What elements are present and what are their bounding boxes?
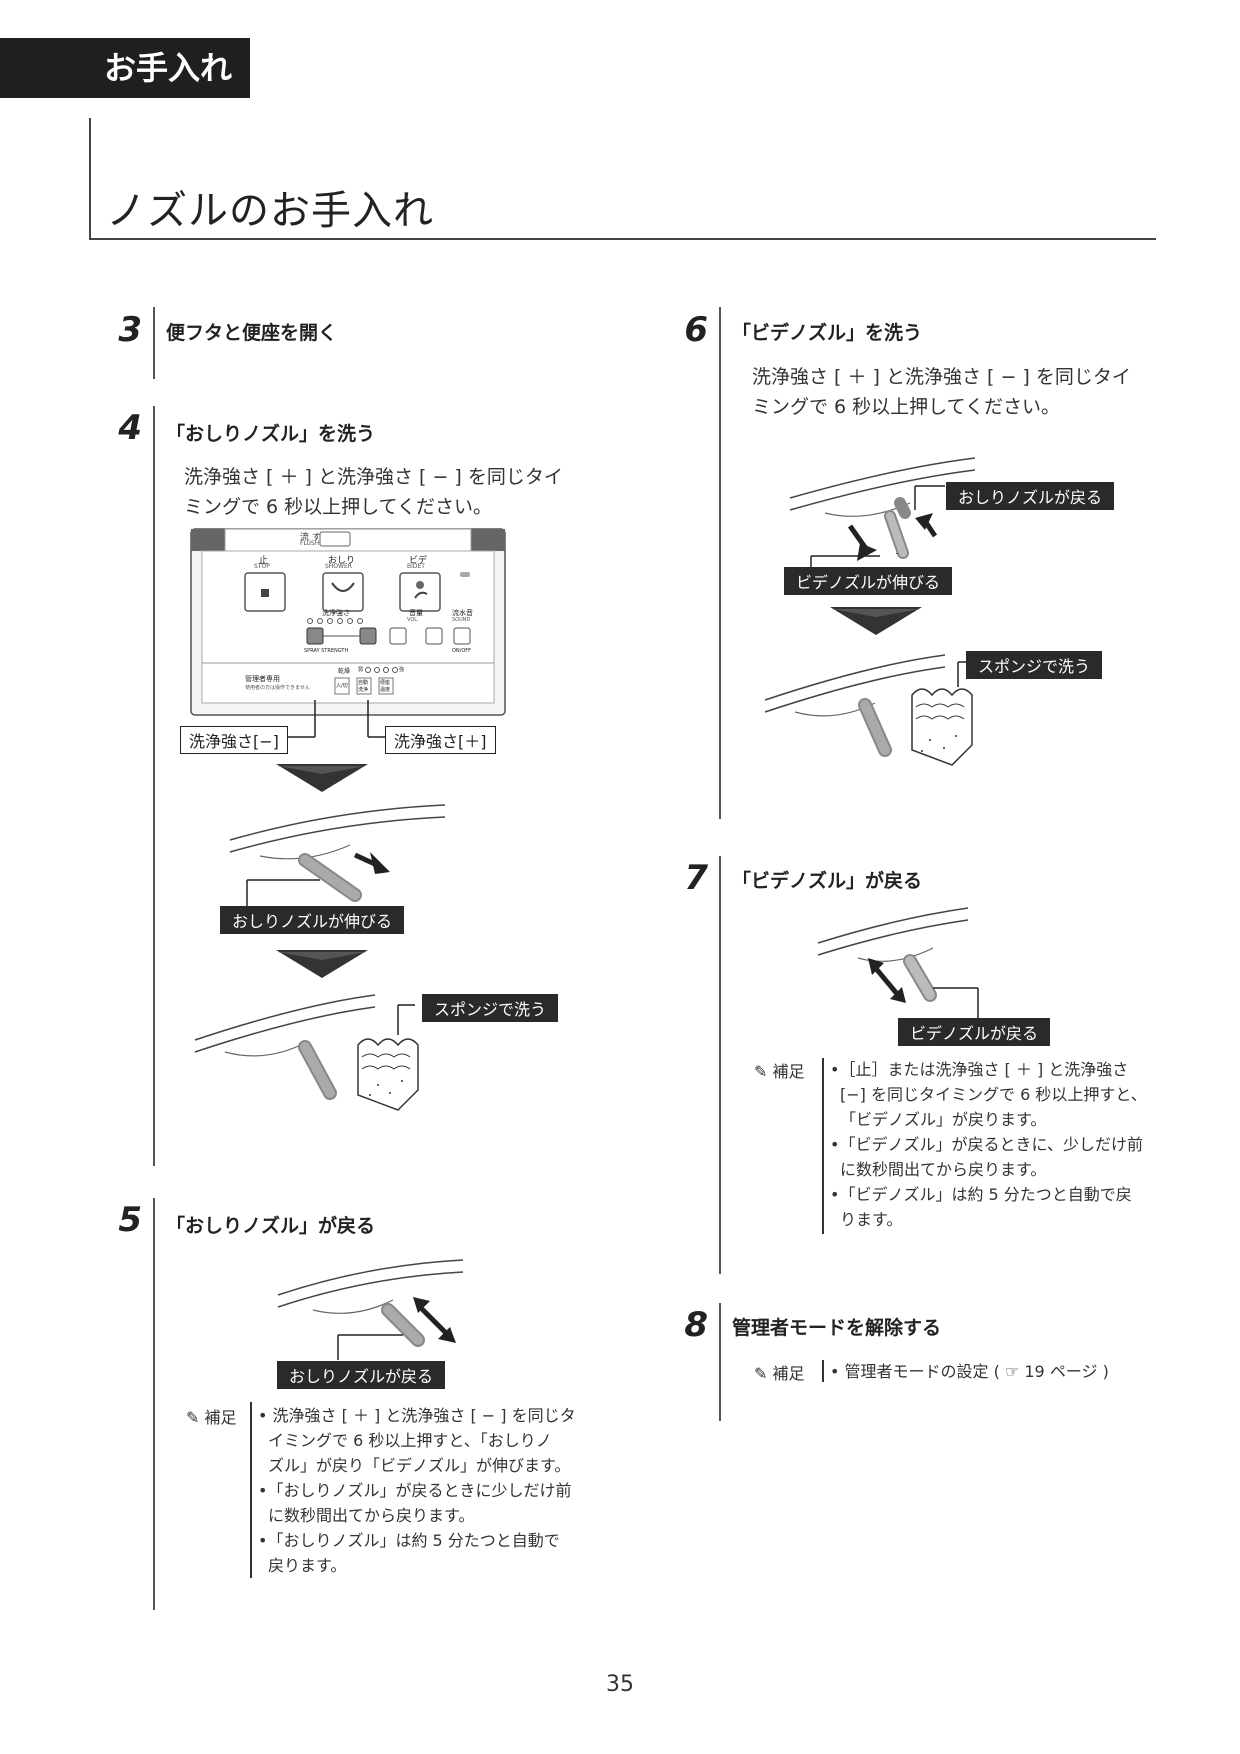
step-6-heading: 「ビデノズル」を洗う: [732, 322, 923, 344]
step-7-heading: 「ビデノズル」が戻る: [732, 870, 923, 892]
step-8-heading: 管理者モードを解除する: [732, 1317, 942, 1339]
step-8-rule: [719, 1303, 721, 1421]
callout-oshiri-extend: おしりノズルが伸びる: [220, 906, 405, 934]
step-5-heading: 「おしりノズル」が戻る: [166, 1215, 376, 1237]
step-4-instruction-line-2: ミングで 6 秒以上押してください。: [184, 496, 493, 518]
pencil-icon: ✎: [754, 1062, 768, 1081]
note-line: に数秒間出てから戻ります。: [840, 1160, 1047, 1179]
note-line: •「おしりノズル」は約 5 分たつと自動で: [258, 1531, 560, 1550]
callout-strength-plus: 洗浄強さ[＋]: [385, 726, 496, 754]
step-number-3: 3: [118, 310, 142, 350]
note-label-text: 補足: [204, 1408, 237, 1427]
step-6-instruction-line-2: ミングで 6 秒以上押してください。: [752, 396, 1061, 418]
panel-admin-label: 管理者専用: [245, 675, 280, 683]
note-label-step-8: ✎ 補足: [754, 1360, 805, 1384]
note-step-5: • 洗浄強さ [ ＋ ] と洗浄強さ [ − ] を同じタ イミングで 6 秒以…: [258, 1403, 576, 1578]
step-6-rule: [719, 307, 721, 819]
note-line: • 洗浄強さ [ ＋ ] と洗浄強さ [ − ] を同じタ: [258, 1406, 576, 1425]
section-tab: お手入れ: [0, 38, 250, 98]
pencil-icon: ✎: [754, 1364, 768, 1383]
note-label-step-7: ✎ 補足: [754, 1058, 805, 1082]
step-number-6: 6: [684, 310, 708, 350]
note-line: •「ビデノズル」は約 5 分たつと自動で戻: [830, 1185, 1132, 1204]
panel-strength-label: 洗浄強さ: [322, 609, 350, 617]
control-panel-frame: [190, 528, 506, 716]
sponge-wash-illustration: [194, 994, 419, 1111]
callout-bidet-return: ビデノズルが戻る: [898, 1018, 1051, 1046]
panel-admin-sub: 使用者の方は操作できません: [245, 685, 310, 691]
step-4-heading: 「おしりノズル」を洗う: [166, 423, 376, 445]
note-line: ります。: [840, 1210, 903, 1229]
pencil-icon: ✎: [186, 1408, 200, 1427]
step-4-instruction-line-1: 洗浄強さ [ ＋ ] と洗浄強さ [ − ] を同じタイ: [184, 466, 563, 488]
note-line: 戻ります。: [268, 1556, 347, 1575]
note-line: イミングで 6 秒以上押すと、「おしりノ: [268, 1431, 552, 1450]
note-step-7: •［止］または洗浄強さ [ ＋ ] と洗浄強さ [−] を同じタイミングで 6 …: [830, 1057, 1147, 1232]
note-label-text: 補足: [772, 1062, 805, 1081]
note-line: •「ビデノズル」が戻るときに、少しだけ前: [830, 1135, 1143, 1154]
note-label-text: 補足: [772, 1364, 805, 1383]
step-number-8: 8: [684, 1305, 708, 1345]
panel-onoff-label: ON/OFF: [452, 648, 472, 654]
panel-btn-auto: 自動洗浄: [358, 680, 369, 693]
panel-bidet-en: BIDET: [407, 563, 425, 570]
callout-strength-minus: 洗浄強さ[−]: [180, 726, 288, 754]
page-title: ノズルのお手入れ: [106, 188, 434, 234]
step-4-rule: [153, 406, 155, 1166]
panel-volume-label: 音量: [409, 609, 423, 617]
step-7-rule: [719, 856, 721, 1274]
step-3-rule: [153, 307, 155, 379]
panel-stop-label: 止: [259, 556, 269, 566]
step-number-5: 5: [118, 1200, 142, 1240]
oshiri-return-illustration: [277, 1259, 464, 1360]
title-rule-vertical: [89, 118, 91, 240]
note-line: に数秒間出てから戻ります。: [268, 1506, 475, 1525]
panel-shower-en: SHOWER: [325, 563, 352, 570]
step-number-4: 4: [118, 408, 142, 448]
sponge-wash-bidet-illustration: [764, 654, 973, 766]
note-step-8: • 管理者モードの設定 ( ☞ 19 ページ ): [830, 1362, 1109, 1381]
panel-volume-en: VOL.: [407, 617, 419, 623]
note-bar-step-5: [250, 1402, 252, 1578]
bidet-return-illustration: [817, 907, 979, 1020]
page-number: 35: [606, 1672, 634, 1697]
panel-shower-label: おしり: [328, 556, 356, 566]
down-chevron-icon: [830, 607, 922, 635]
panel-dry-label: 乾燥: [338, 668, 351, 675]
panel-bidet-label: ビデ: [409, 556, 428, 566]
callout-sponge-wash-left: スポンジで洗う: [422, 994, 559, 1022]
callout-bidet-extend: ビデノズルが伸びる: [784, 567, 953, 595]
control-panel-illustration: 流 す FLUSH 止 STOP おしり SHOWER ビデ BIDET 洗浄強…: [190, 528, 506, 716]
step-6-instruction-line-1: 洗浄強さ [ ＋ ] と洗浄強さ [ − ] を同じタイ: [752, 366, 1131, 388]
nozzle-extend-illustration: [229, 804, 446, 908]
step-number-7: 7: [684, 858, 708, 898]
panel-flush-label: 流 す: [300, 533, 321, 543]
callout-oshiri-return-right: おしりノズルが戻る: [946, 482, 1115, 510]
panel-sound-en: SOUND: [452, 617, 471, 623]
note-line: •［止］または洗浄強さ [ ＋ ] と洗浄強さ: [830, 1060, 1129, 1079]
panel-sound-label: 流水音: [452, 609, 473, 617]
note-line: ズル」が戻り「ビデノズル」が伸びます。: [268, 1456, 571, 1475]
panel-btn-onoff: 入/切: [336, 683, 348, 689]
panel-stop-en: STOP: [254, 563, 270, 570]
panel-dry-strong: 強: [399, 667, 405, 673]
callout-oshiri-return: おしりノズルが戻る: [277, 1361, 446, 1389]
note-line: [−] を同じタイミングで 6 秒以上押すと、: [840, 1085, 1147, 1104]
down-chevron-icon: [276, 950, 368, 978]
note-label-step-5: ✎ 補足: [186, 1404, 237, 1428]
title-rule-horizontal: [89, 238, 1156, 240]
panel-flush-en: FLUSH: [300, 540, 320, 547]
down-chevron-icon: [276, 764, 368, 792]
step-3-heading: 便フタと便座を開く: [166, 322, 338, 344]
bidet-extend-illustration: [789, 457, 976, 573]
panel-dry-weak: 弱: [358, 667, 364, 673]
panel-spray-strength-label: SPRAY STRENGTH: [304, 648, 349, 654]
panel-btn-temp: 便座温度: [380, 680, 391, 693]
note-bar-step-7: [822, 1058, 824, 1234]
callout-sponge-wash-right: スポンジで洗う: [966, 651, 1103, 679]
note-line: 「ビデノズル」が戻ります。: [840, 1110, 1047, 1129]
note-line: •「おしりノズル」が戻るときに少しだけ前: [258, 1481, 572, 1500]
step-5-rule: [153, 1198, 155, 1610]
note-bar-step-8: [822, 1360, 824, 1382]
